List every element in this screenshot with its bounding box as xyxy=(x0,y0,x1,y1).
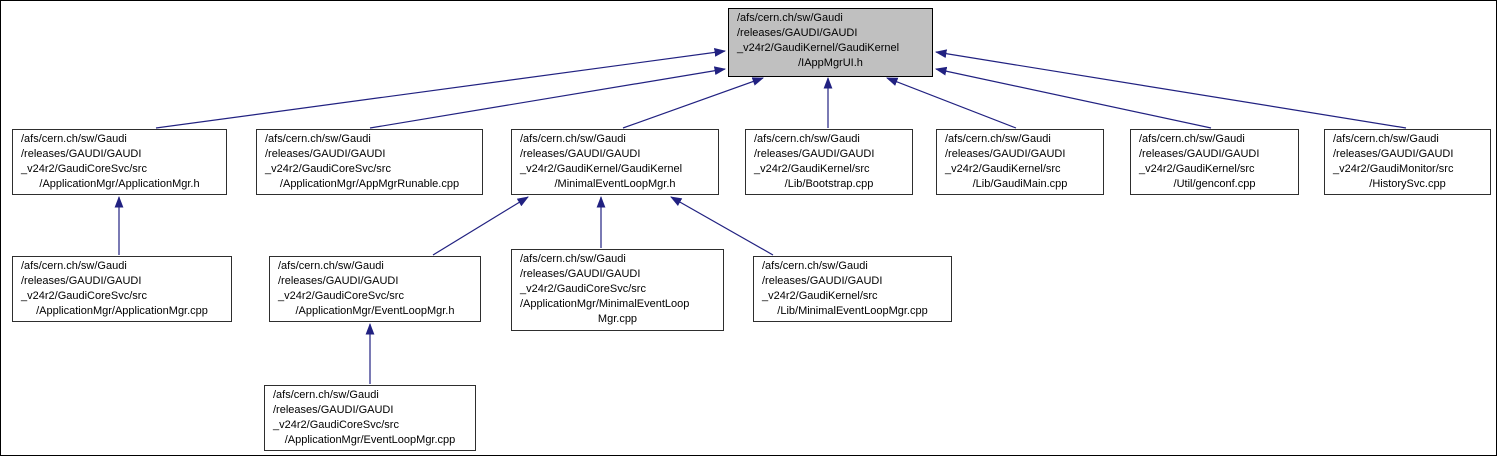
graph-node-applicationmgr-cpp[interactable]: /afs/cern.ch/sw/Gaudi/releases/GAUDI/GAU… xyxy=(12,256,232,322)
node-label-line: /afs/cern.ch/sw/Gaudi xyxy=(265,133,371,145)
node-label-line: /afs/cern.ch/sw/Gaudi xyxy=(945,133,1051,145)
graph-node-minimaleventloopmgr-h[interactable]: /afs/cern.ch/sw/Gaudi/releases/GAUDI/GAU… xyxy=(511,129,719,195)
node-label-line: /afs/cern.ch/sw/Gaudi xyxy=(1139,133,1245,145)
node-label-line: /releases/GAUDI/GAUDI xyxy=(520,268,641,280)
node-label-line: _v24r2/GaudiCoreSvc/src xyxy=(520,283,646,295)
node-label-line: _v24r2/GaudiKernel/src xyxy=(762,290,878,302)
edge-gaudimain-cpp-to-iappmgrui-h xyxy=(886,77,1017,129)
node-label-line: _v24r2/GaudiCoreSvc/src xyxy=(273,419,399,431)
node-label-line: /ApplicationMgr/ApplicationMgr.cpp xyxy=(36,305,208,317)
node-label-line: /ApplicationMgr/EventLoopMgr.h xyxy=(295,305,455,317)
edge-eventloopmgr-h-to-minimaleventloopmgr-h xyxy=(432,196,529,256)
node-label-line: _v24r2/GaudiCoreSvc/src xyxy=(21,163,147,175)
node-label-line: _v24r2/GaudiKernel/src xyxy=(945,163,1061,175)
edge-historysvc-cpp-to-iappmgrui-h xyxy=(935,49,1407,129)
node-label-line: /Lib/Bootstrap.cpp xyxy=(784,178,874,190)
node-label-line: /Lib/MinimalEventLoopMgr.cpp xyxy=(777,305,928,317)
node-label-line: /afs/cern.ch/sw/Gaudi xyxy=(278,260,384,272)
node-label-line: _v24r2/GaudiCoreSvc/src xyxy=(265,163,391,175)
node-label-line: /releases/GAUDI/GAUDI xyxy=(520,148,641,160)
node-label-line: /releases/GAUDI/GAUDI xyxy=(1333,148,1454,160)
node-label-line: _v24r2/GaudiCoreSvc/src xyxy=(278,290,404,302)
node-label-line: /ApplicationMgr/ApplicationMgr.h xyxy=(39,178,200,190)
node-label-line: /afs/cern.ch/sw/Gaudi xyxy=(1333,133,1439,145)
node-label-line: /afs/cern.ch/sw/Gaudi xyxy=(520,133,626,145)
graph-node-minimaleventloopmgr-cpp[interactable]: /afs/cern.ch/sw/Gaudi/releases/GAUDI/GAU… xyxy=(511,249,724,331)
node-label-line: /ApplicationMgr/EventLoopMgr.cpp xyxy=(284,434,456,446)
node-label-line: _v24r2/GaudiCoreSvc/src xyxy=(21,290,147,302)
node-label-line: /releases/GAUDI/GAUDI xyxy=(21,148,142,160)
node-label-line: /releases/GAUDI/GAUDI xyxy=(762,275,883,287)
node-label-line: /MinimalEventLoopMgr.h xyxy=(554,178,676,190)
graph-node-gaudimain-cpp[interactable]: /afs/cern.ch/sw/Gaudi/releases/GAUDI/GAU… xyxy=(936,129,1104,195)
node-label-line: /afs/cern.ch/sw/Gaudi xyxy=(21,133,127,145)
node-label-line: /releases/GAUDI/GAUDI xyxy=(273,404,394,416)
graph-node-genconf-cpp[interactable]: /afs/cern.ch/sw/Gaudi/releases/GAUDI/GAU… xyxy=(1130,129,1299,195)
node-label-line: /releases/GAUDI/GAUDI xyxy=(737,27,858,39)
graph-node-applicationmgr-h[interactable]: /afs/cern.ch/sw/Gaudi/releases/GAUDI/GAU… xyxy=(12,129,227,195)
node-label-line: /ApplicationMgr/MinimalEventLoop xyxy=(520,298,690,310)
node-label-line: /releases/GAUDI/GAUDI xyxy=(278,275,399,287)
node-label-line: Mgr.cpp xyxy=(597,313,638,325)
node-label-line: /releases/GAUDI/GAUDI xyxy=(265,148,386,160)
node-label-line: /afs/cern.ch/sw/Gaudi xyxy=(762,260,868,272)
node-label-line: /IAppMgrUI.h xyxy=(798,57,863,69)
graph-node-lib-minimaleventloopmgr-cpp[interactable]: /afs/cern.ch/sw/Gaudi/releases/GAUDI/GAU… xyxy=(753,256,952,322)
graph-node-iappmgrui-h[interactable]: /afs/cern.ch/sw/Gaudi/releases/GAUDI/GAU… xyxy=(728,8,933,77)
node-label-line: /Lib/GaudiMain.cpp xyxy=(972,178,1068,190)
node-label-line: /afs/cern.ch/sw/Gaudi xyxy=(273,389,379,401)
edge-appmgrrunable-cpp-to-iappmgrui-h xyxy=(369,66,726,129)
graph-node-eventloopmgr-cpp[interactable]: /afs/cern.ch/sw/Gaudi/releases/GAUDI/GAU… xyxy=(264,385,476,451)
graph-node-historysvc-cpp[interactable]: /afs/cern.ch/sw/Gaudi/releases/GAUDI/GAU… xyxy=(1324,129,1491,195)
graph-node-appmgrrunable-cpp[interactable]: /afs/cern.ch/sw/Gaudi/releases/GAUDI/GAU… xyxy=(256,129,483,195)
graph-node-eventloopmgr-h[interactable]: /afs/cern.ch/sw/Gaudi/releases/GAUDI/GAU… xyxy=(269,256,481,322)
node-label-line: _v24r2/GaudiKernel/GaudiKernel xyxy=(737,42,900,54)
node-label-line: /Util/genconf.cpp xyxy=(1173,178,1256,190)
graph-node-bootstrap-cpp[interactable]: /afs/cern.ch/sw/Gaudi/releases/GAUDI/GAU… xyxy=(745,129,913,195)
node-label-line: /afs/cern.ch/sw/Gaudi xyxy=(754,133,860,145)
node-label-line: _v24r2/GaudiKernel/src xyxy=(754,163,870,175)
node-label-line: _v24r2/GaudiKernel/src xyxy=(1139,163,1255,175)
node-label-line: /releases/GAUDI/GAUDI xyxy=(21,275,142,287)
node-label-line: /ApplicationMgr/AppMgrRunable.cpp xyxy=(279,178,460,190)
node-label-line: /afs/cern.ch/sw/Gaudi xyxy=(520,253,626,265)
edge-minimaleventloopmgr-h-to-iappmgrui-h xyxy=(622,77,764,129)
node-label-line: /releases/GAUDI/GAUDI xyxy=(945,148,1066,160)
node-label-line: /afs/cern.ch/sw/Gaudi xyxy=(21,260,127,272)
node-label-line: _v24r2/GaudiMonitor/src xyxy=(1333,163,1454,175)
node-label-line: /releases/GAUDI/GAUDI xyxy=(1139,148,1260,160)
node-label-line: _v24r2/GaudiKernel/GaudiKernel xyxy=(520,163,683,175)
node-label-line: /afs/cern.ch/sw/Gaudi xyxy=(737,12,843,24)
node-label-line: /HistorySvc.cpp xyxy=(1369,178,1446,190)
edge-applicationmgr-h-to-iappmgrui-h xyxy=(155,48,726,129)
edge-lib-minimaleventloopmgr-cpp-to-minimaleventloopmgr-h xyxy=(670,196,774,256)
edge-genconf-cpp-to-iappmgrui-h xyxy=(935,66,1212,129)
node-label-line: /releases/GAUDI/GAUDI xyxy=(754,148,875,160)
